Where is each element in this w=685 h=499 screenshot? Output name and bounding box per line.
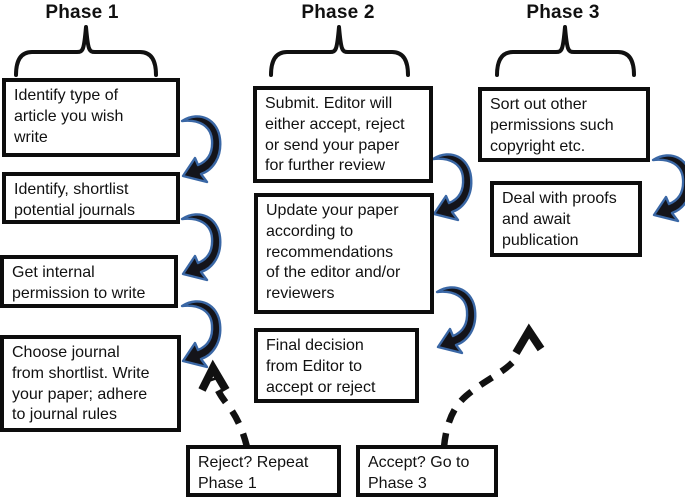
box-reject-repeat-phase-1: Reject? Repeat Phase 1: [186, 445, 341, 497]
box-submit-editor: Submit. Editor will either accept, rejec…: [253, 86, 433, 183]
phase-2-label: Phase 2: [301, 2, 375, 23]
dashed-arrow-accept-loop: [440, 359, 516, 448]
box-choose-journal-write: Choose journal from shortlist. Write you…: [0, 335, 181, 432]
box-identify-article-type: Identify type of article you wish write: [2, 78, 180, 157]
curved-arrow-icon-p1-3to4: [180, 300, 222, 369]
phase-1-brace-icon: [14, 25, 158, 77]
box-final-decision: Final decision from Editor to accept or …: [254, 328, 419, 403]
box-shortlist-journals: Identify, shortlist potential journals: [2, 172, 180, 224]
phase-2-brace-icon: [269, 25, 410, 77]
curved-arrow-icon-p1-1to2: [180, 115, 222, 184]
box-update-paper: Update your paper according to recommend…: [254, 193, 434, 314]
dashed-arrow-reject-loop: [209, 376, 251, 448]
dashed-arrowhead-reject-icon: [198, 359, 230, 393]
box-sort-permissions: Sort out other permissions such copyrigh…: [478, 87, 650, 162]
curved-arrow-icon-p3-1to2: [651, 154, 685, 223]
curved-arrow-icon-p1-2to3: [180, 213, 222, 282]
curved-arrow-icon-p2-2to3: [435, 286, 477, 355]
phase-3-brace-icon: [495, 25, 636, 77]
box-deal-proofs: Deal with proofs and await publication: [490, 181, 642, 257]
phase-1-label: Phase 1: [45, 2, 119, 23]
dashed-arrowhead-accept-icon: [512, 323, 545, 356]
box-accept-go-to-phase-3: Accept? Go to Phase 3: [356, 445, 498, 497]
phase-3-label: Phase 3: [526, 2, 600, 23]
curved-arrow-icon-p2-1to2: [431, 153, 473, 222]
box-internal-permission: Get internal permission to write: [0, 255, 178, 308]
